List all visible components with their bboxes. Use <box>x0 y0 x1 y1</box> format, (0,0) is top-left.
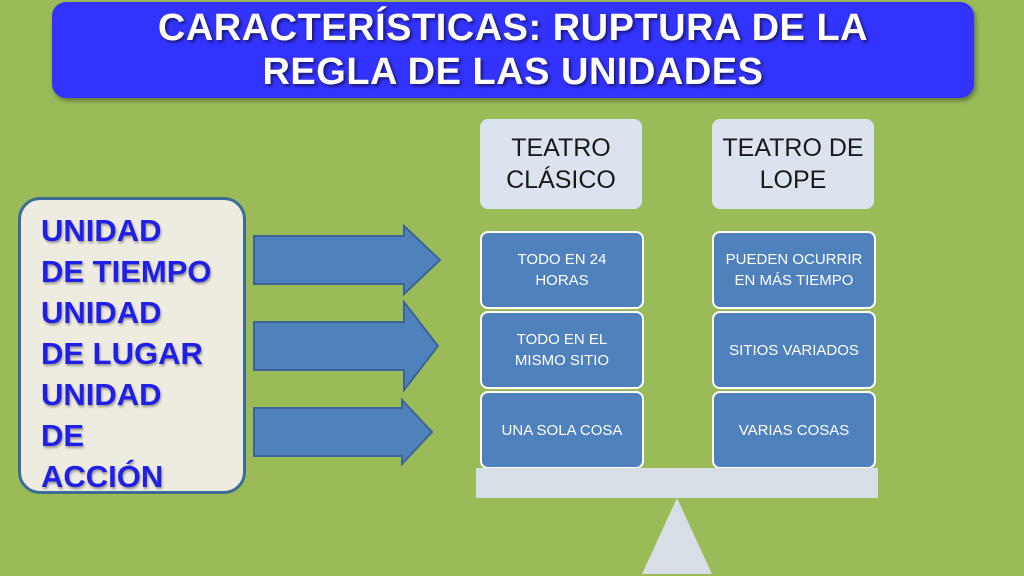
arrow-right-icon <box>253 299 440 393</box>
cell-lope-accion: VARIAS COSAS <box>712 391 876 469</box>
balance-beam <box>476 468 878 498</box>
cell-text: SITIOS VARIADOS <box>729 341 859 359</box>
cell-text: VARIAS COSAS <box>738 421 850 439</box>
title-line-2: REGLA DE LAS UNIDADES <box>262 51 764 93</box>
title-line-1: CARACTERÍSTICAS: RUPTURA DE LA <box>157 7 869 49</box>
header-teatro-de-lope: TEATRO DE LOPE <box>712 119 874 209</box>
arrows-group <box>253 223 442 467</box>
header-text: LOPE <box>759 166 827 194</box>
header-text: TEATRO <box>511 134 611 162</box>
header-text: CLÁSICO <box>506 166 616 194</box>
cell-clasico-tiempo: TODO EN 24 HORAS <box>480 231 644 309</box>
cell-text: TODO EN 24 <box>517 251 607 268</box>
cell-text: UNA SOLA COSA <box>501 421 623 439</box>
unit-line: DE TIEMPO <box>41 254 212 289</box>
cell-text: TODO EN EL <box>516 331 608 348</box>
cell-lope-lugar: SITIOS VARIADOS <box>712 311 876 389</box>
header-teatro-clasico: TEATRO CLÁSICO <box>480 119 642 209</box>
cell-text: EN MÁS TIEMPO <box>734 272 854 289</box>
header-text: TEATRO DE <box>722 134 864 162</box>
unit-line: UNIDAD <box>41 213 162 248</box>
unit-line: DE LUGAR <box>41 336 203 371</box>
cell-clasico-accion: UNA SOLA COSA <box>480 391 644 469</box>
unit-line: ACCIÓN <box>41 459 164 494</box>
title-banner: CARACTERÍSTICAS: RUPTURA DE LA REGLA DE … <box>52 2 974 98</box>
units-box: UNIDAD DE TIEMPO UNIDAD DE LUGAR UNIDAD … <box>18 197 246 494</box>
arrow-right-icon <box>253 223 442 297</box>
fulcrum-triangle-icon <box>642 498 712 574</box>
arrow-right-icon <box>253 397 434 467</box>
unit-line: UNIDAD <box>41 377 162 412</box>
cell-text: MISMO SITIO <box>514 352 610 369</box>
unit-line: UNIDAD <box>41 295 162 330</box>
cell-lope-tiempo: PUEDEN OCURRIR EN MÁS TIEMPO <box>712 231 876 309</box>
cell-text: HORAS <box>535 272 589 289</box>
unit-line: DE <box>41 418 85 453</box>
cell-text: PUEDEN OCURRIR <box>725 251 863 268</box>
cell-clasico-lugar: TODO EN EL MISMO SITIO <box>480 311 644 389</box>
